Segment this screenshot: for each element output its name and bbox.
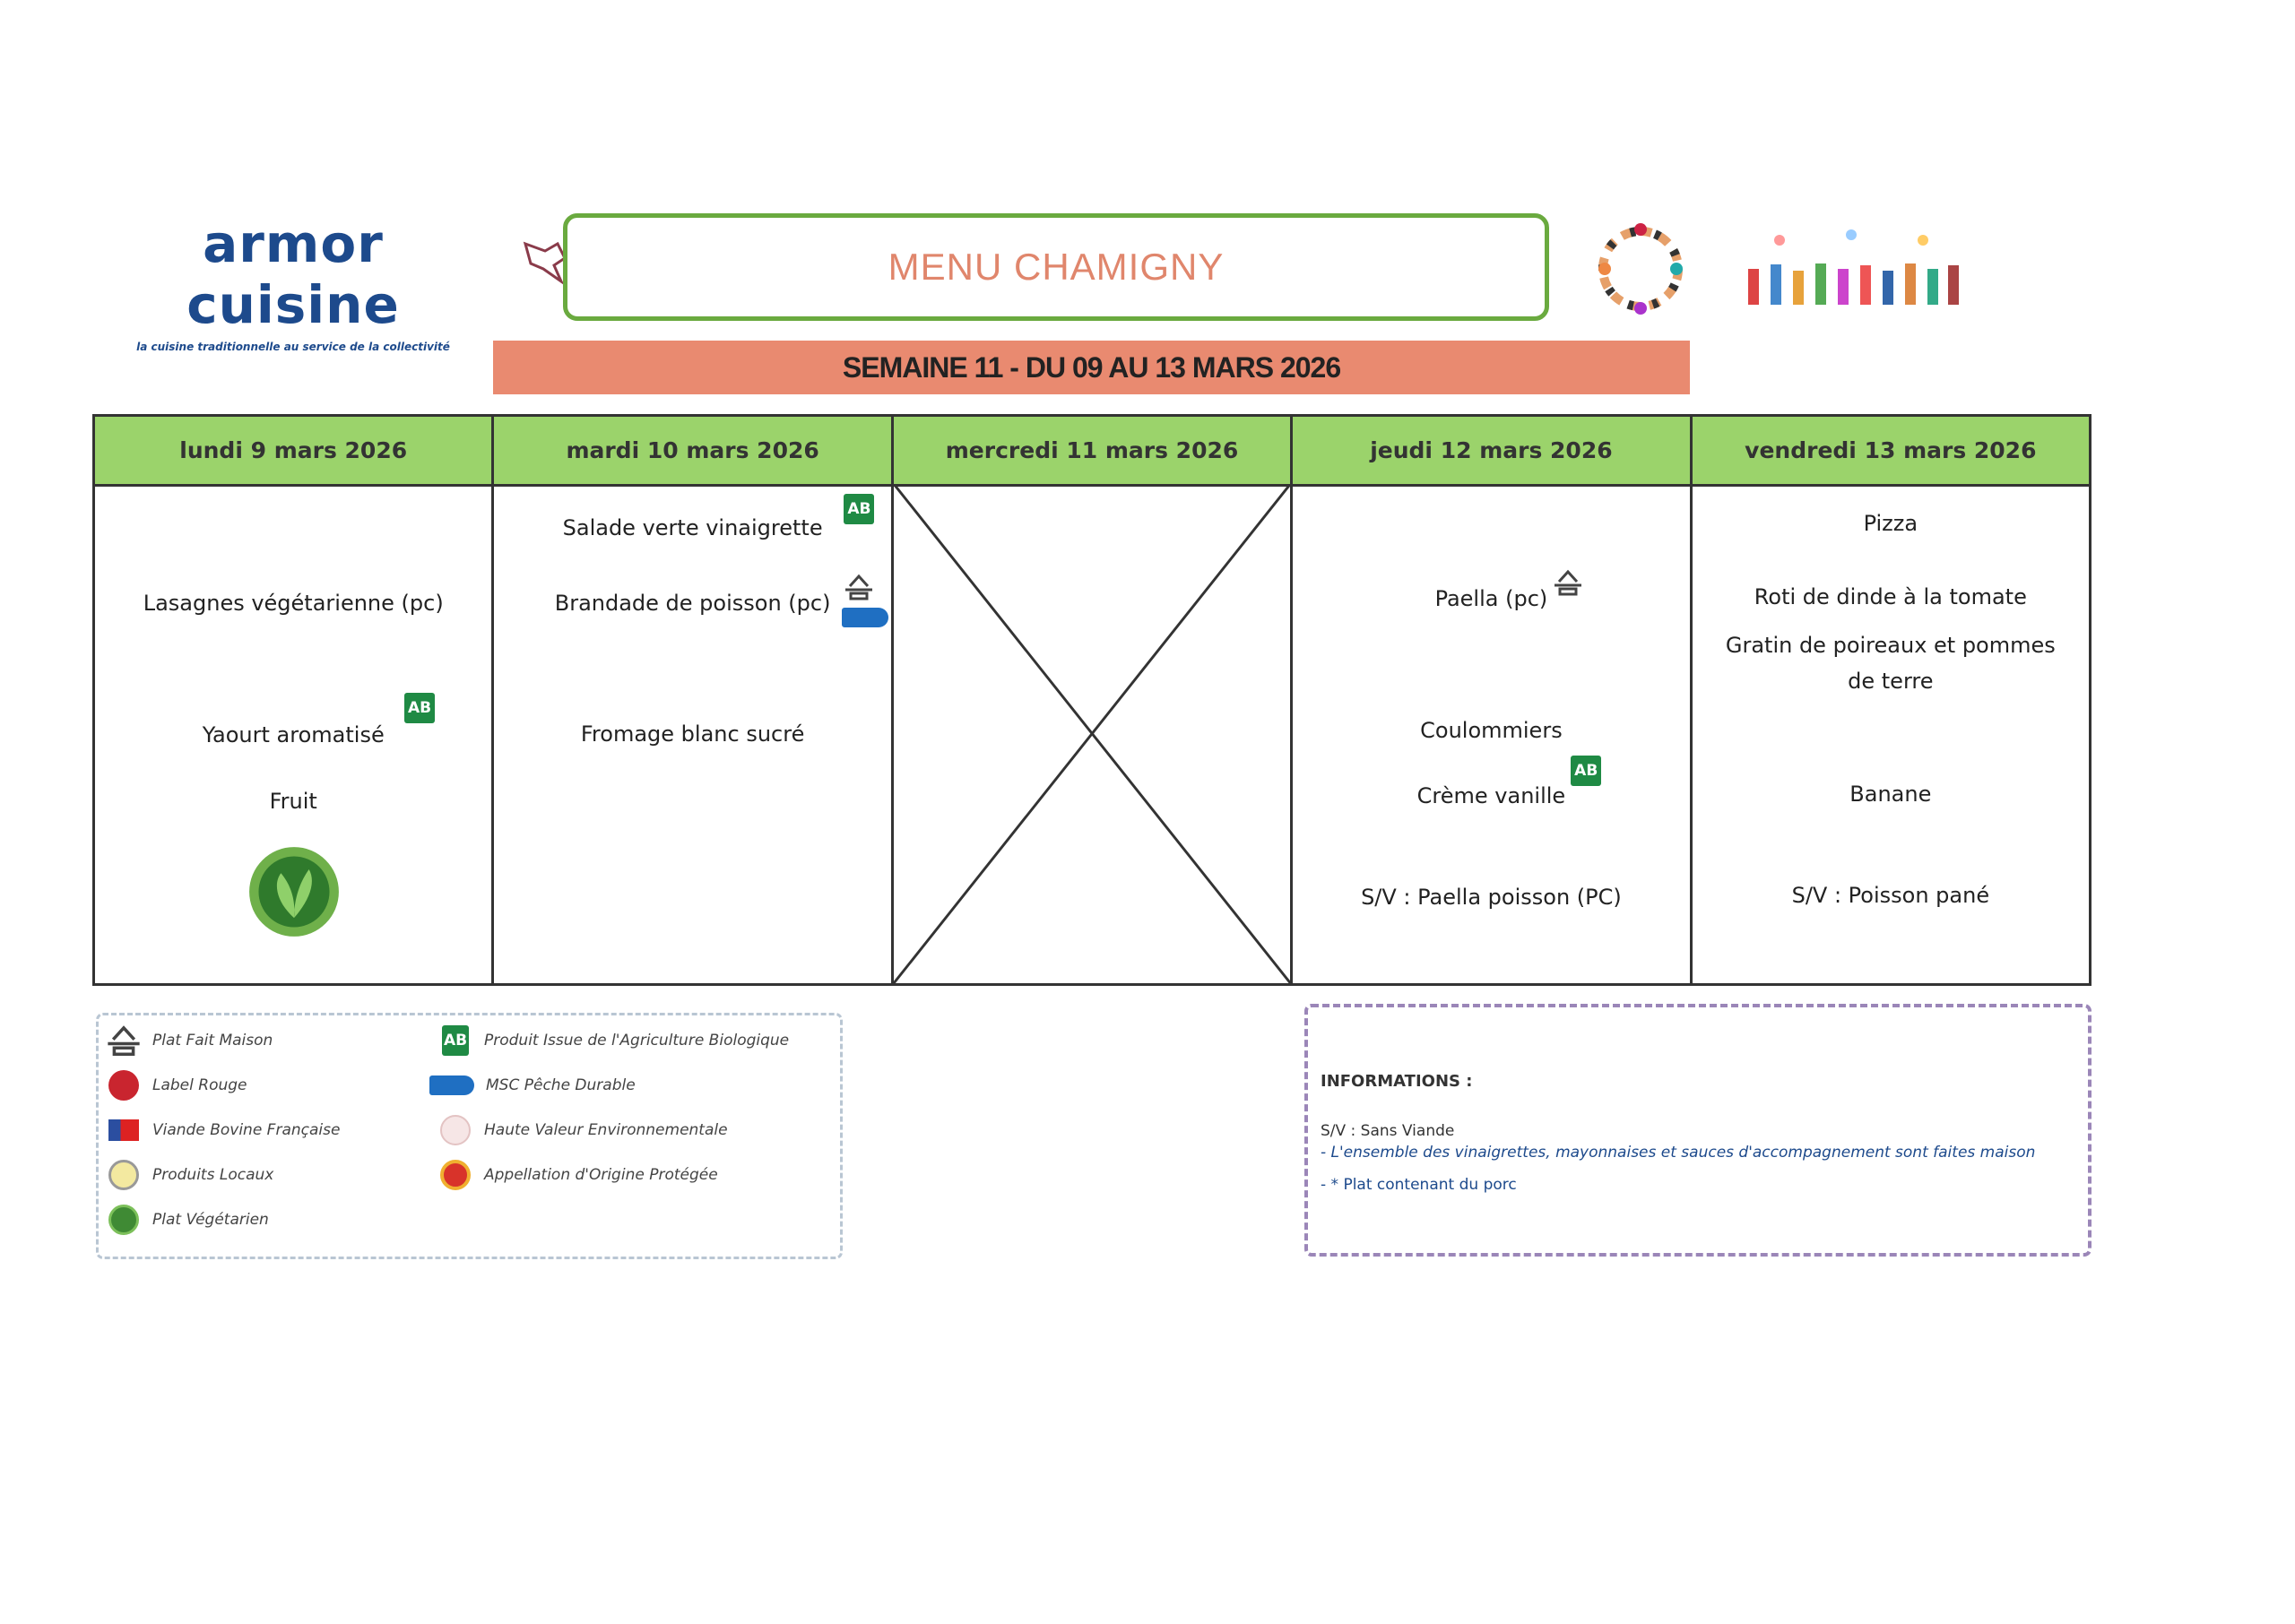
vegetarian-icon: [106, 1202, 142, 1238]
organic-ab-icon: AB: [1571, 756, 1602, 786]
organic-ab-icon: AB: [404, 693, 435, 723]
menu-item: Roti de dinde à la tomate: [1754, 584, 2027, 609]
page-title: MENU CHAMIGNY: [563, 213, 1549, 321]
menu-item: Lasagnes végétarienne (pc): [143, 591, 444, 616]
armor-cuisine-logo: armor cuisine la cuisine traditionnelle …: [109, 213, 477, 353]
menu-item: Gratin de poireaux et pommes de terre: [1725, 633, 2056, 694]
legend-item: Viande Bovine Française: [106, 1112, 340, 1148]
legend-box: Plat Fait Maison Label Rouge Viande Bovi…: [96, 1013, 843, 1259]
menu-item: Salade verte vinaigrette: [562, 515, 823, 540]
legend-label: Haute Valeur Environnementale: [484, 1121, 728, 1139]
menu-item: Fruit: [269, 789, 317, 814]
no-service-cross: [893, 484, 1291, 983]
legend-label: MSC Pêche Durable: [486, 1076, 636, 1094]
menu-item: Yaourt aromatisé: [202, 722, 385, 747]
day-column-tuesday: mardi 10 mars 2026 Salade verte vinaigre…: [494, 417, 894, 983]
week-banner: SEMAINE 11 - DU 09 AU 13 MARS 2026: [493, 341, 1690, 394]
children-circle-illustration: [1598, 223, 1683, 315]
day-header: mercredi 11 mars 2026: [893, 417, 1291, 487]
legend-item: Haute Valeur Environnementale: [437, 1112, 728, 1148]
information-box: INFORMATIONS : S/V : Sans Viande - L'ens…: [1304, 1004, 2091, 1257]
produits-locaux-icon: [106, 1157, 142, 1193]
msc-icon: [842, 608, 889, 627]
legend-item: Label Rouge: [106, 1067, 247, 1103]
menu-item: Coulommiers: [1420, 718, 1563, 743]
day-header: mardi 10 mars 2026: [494, 417, 891, 487]
pin-icon: [523, 241, 567, 285]
organic-ab-icon: AB: [844, 494, 875, 524]
day-header: jeudi 12 mars 2026: [1293, 417, 1690, 487]
logo-name: armor cuisine: [186, 213, 400, 335]
info-pork-text: Plat contenant du porc: [1343, 1176, 1517, 1194]
menu-item: S/V : Paella poisson (PC): [1361, 885, 1622, 910]
legend-item: Plat Végétarien: [106, 1202, 269, 1238]
children-drawing-illustration: [1748, 229, 1959, 305]
menu-item: Crème vanille: [1416, 783, 1566, 808]
legend-item: Produits Locaux: [106, 1157, 273, 1193]
house-icon: [108, 1025, 140, 1057]
house-icon: [1555, 569, 1582, 596]
menu-item: Pizza: [1863, 511, 1918, 536]
asterisk: - *: [1321, 1176, 1339, 1194]
legend-label: Plat Fait Maison: [152, 1032, 273, 1050]
legend-item: Appellation d'Origine Protégée: [437, 1157, 718, 1193]
legend-label: Plat Végétarien: [152, 1211, 269, 1229]
legend-item: MSC Pêche Durable: [429, 1067, 636, 1103]
menu-item: S/V : Poisson pané: [1791, 883, 1990, 908]
menu-item: Banane: [1849, 782, 1932, 807]
msc-icon: [429, 1067, 475, 1103]
day-column-thursday: jeudi 12 mars 2026 Paella (pc) Coulommie…: [1293, 417, 1693, 983]
menu-item: Fromage blanc sucré: [580, 721, 805, 747]
legend-label: Appellation d'Origine Protégée: [484, 1166, 718, 1184]
info-sauces: - L'ensemble des vinaigrettes, mayonnais…: [1321, 1144, 2036, 1162]
legend-item: Plat Fait Maison: [106, 1023, 273, 1058]
legend-label: Produits Locaux: [152, 1166, 274, 1184]
day-header: vendredi 13 mars 2026: [1692, 417, 2090, 487]
ab-icon: AB: [442, 1025, 469, 1056]
info-pork: - * Plat contenant du porc: [1321, 1176, 1517, 1194]
vegetarian-icon: [249, 847, 339, 937]
legend-label: Label Rouge: [152, 1076, 247, 1094]
menu-item: Brandade de poisson (pc): [554, 591, 831, 616]
menu-item: Paella (pc): [1434, 586, 1548, 611]
legend-label: Viande Bovine Française: [152, 1121, 341, 1139]
info-title: INFORMATIONS :: [1321, 1072, 1473, 1091]
legend-item: AB Produit Issue de l'Agriculture Biologi…: [437, 1023, 789, 1058]
menu-table: lundi 9 mars 2026 Lasagnes végétarienne …: [92, 414, 2091, 986]
day-header: lundi 9 mars 2026: [95, 417, 492, 487]
hve-icon: [437, 1112, 473, 1148]
label-rouge-icon: [106, 1067, 142, 1103]
day-column-wednesday: mercredi 11 mars 2026: [893, 417, 1294, 983]
viande-bovine-icon: [106, 1112, 142, 1148]
day-column-monday: lundi 9 mars 2026 Lasagnes végétarienne …: [95, 417, 495, 983]
house-icon: [845, 574, 873, 600]
aop-icon: [437, 1157, 473, 1193]
logo-tagline: la cuisine traditionnelle au service de …: [136, 341, 450, 353]
legend-label: Produit Issue de l'Agriculture Biologiqu…: [484, 1032, 790, 1050]
info-sv: S/V : Sans Viande: [1321, 1122, 1455, 1140]
day-column-friday: vendredi 13 mars 2026 Pizza Roti de dind…: [1692, 417, 2090, 983]
